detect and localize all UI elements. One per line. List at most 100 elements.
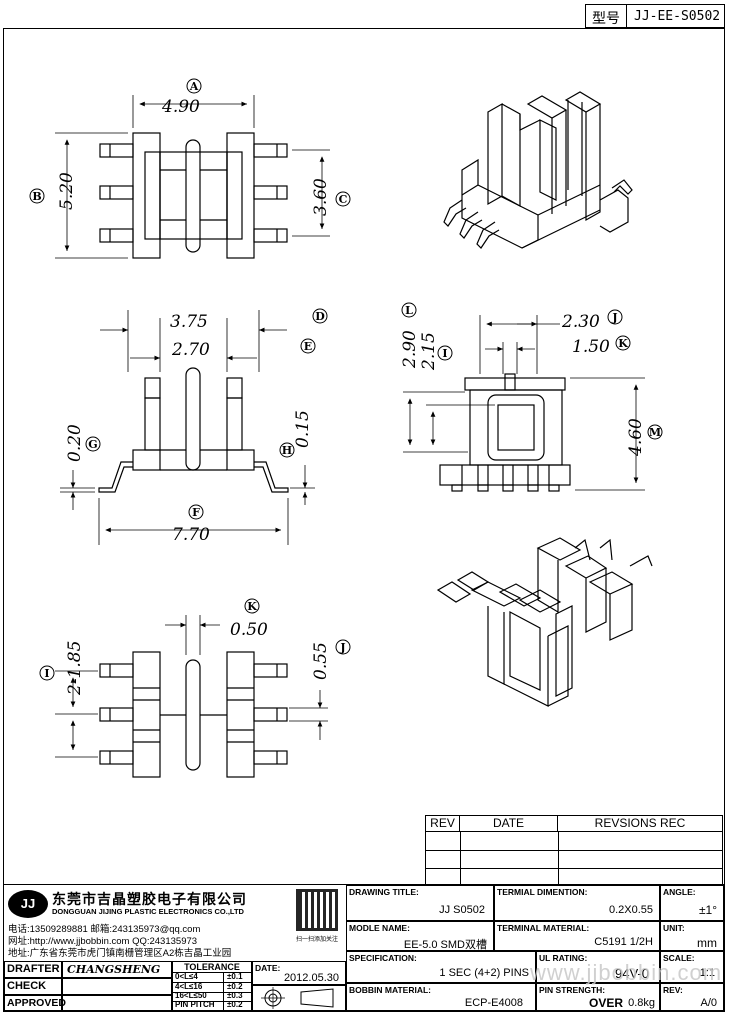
rev-header: REV (426, 816, 460, 832)
svg-text:F: F (192, 506, 200, 519)
date-cell: DATE: 2012.05.30 (252, 961, 346, 985)
ul-rating-cell: UL RATING: 94V-0 (536, 951, 660, 983)
drawing-title-cell: DRAWING TITLE: JJ S0502 (346, 885, 494, 921)
qr-code-icon (296, 889, 338, 931)
model-name: EE-5.0 SMD双槽 (403, 939, 487, 951)
date: 2012.05.30 (283, 972, 339, 984)
svg-text:M: M (649, 426, 661, 439)
qr-caption: 扫一扫添加关注 (296, 937, 339, 943)
marker-H: H (279, 442, 295, 458)
dim-L-value: 2.90 (400, 330, 420, 369)
ul-rating: 94V-0 (615, 966, 649, 981)
marker-A: A (186, 78, 202, 94)
terminal-material: C5191 1/2H (594, 936, 653, 948)
svg-text:D: D (315, 310, 325, 323)
svg-text:B: B (32, 190, 41, 203)
marker-E: E (300, 338, 316, 354)
revision-table: REV DATE REVSIONS REC (425, 815, 723, 885)
svg-text:A: A (189, 80, 199, 93)
svg-text:E: E (304, 340, 312, 353)
pin-strength-value: 0.8kg (628, 997, 655, 1009)
bobbin-material-cell: BOBBIN MATERIAL: ECP-E4008 (346, 983, 536, 1011)
technical-drawing: 4.90 5.20 3.60 3.75 2.70 0.20 0.15 7.70 … (29, 78, 663, 778)
date-header: DATE (460, 816, 558, 832)
svg-text:I: I (44, 667, 49, 680)
dim-F-value: 7.70 (172, 525, 210, 545)
check-cell (62, 978, 172, 995)
dim-J-value: 2.30 (561, 312, 600, 332)
marker-K: K (615, 335, 631, 351)
dim-B-value: 5.20 (57, 172, 77, 210)
company-phone-email: 电话:13509289881 邮箱:243135973@qq.com (8, 924, 201, 935)
tolerance-block: TOLERANCE 0<L≤4 ±0.1 4<L≤16 ±0.2 16<L≤50… (172, 961, 252, 1011)
title-block: JJ 东莞市吉晶塑胶电子有限公司 DONGGUAN JIJING PLASTIC… (3, 884, 725, 1012)
dim-K-value: 1.50 (572, 337, 610, 357)
svg-text:J: J (611, 311, 617, 324)
company-name-cn: 东莞市吉晶塑胶电子有限公司 (52, 891, 247, 907)
company-website: 网址:http://www.jjbobbin.com QQ:243135973 (8, 936, 198, 947)
angle: ±1° (698, 903, 717, 917)
svg-text:J: J (339, 641, 345, 654)
drafter-name: CHANGSHENG (67, 963, 161, 976)
marker-F: F (188, 504, 204, 520)
bottom-view (99, 651, 288, 778)
rev-cell: REV: A/0 (660, 983, 724, 1011)
dim-M-value: 4.60 (626, 418, 646, 457)
marker-J-bottom: J (335, 639, 351, 655)
model-number-box: 型号 JJ-EE-S0502 (585, 4, 725, 28)
front-view (98, 367, 289, 493)
scale: 1:1 (699, 967, 715, 979)
dim-E-value: 2.70 (171, 340, 210, 360)
dim-A-value: 4.90 (161, 97, 200, 117)
watermark: www.jjbobbin.com (530, 960, 723, 985)
company-name-en: DONGGUAN JIJING PLASTIC ELECTRONICS CO.,… (52, 907, 244, 916)
svg-text:I: I (442, 347, 447, 360)
revision-record-header: REVSIONS REC (558, 816, 722, 832)
model-number: JJ-EE-S0502 (634, 9, 721, 24)
side-view (439, 373, 571, 492)
marker-J: J (607, 309, 623, 325)
unit: mm (697, 936, 717, 950)
bobbin-material: ECP-E4008 (464, 997, 523, 1009)
svg-text:K: K (618, 337, 628, 350)
isometric-view-bottom (436, 537, 653, 707)
specification-cell: SPECIFICATION: 1 SEC (4+2) PINS (346, 951, 536, 983)
specification: 1 SEC (4+2) PINS (439, 967, 529, 979)
dim-C-value: 3.60 (311, 178, 331, 216)
model-name-cell: MODLE NAME: EE-5.0 SMD双槽 (346, 921, 494, 951)
scale-cell: SCALE: 1:1 (660, 951, 724, 983)
angle-cell: ANGLE: ±1° (660, 885, 724, 921)
svg-text:C: C (339, 193, 348, 206)
marker-M: M (647, 424, 663, 440)
marker-L: L (401, 302, 417, 318)
approved-cell (62, 995, 172, 1011)
marker-I-bottom: I (39, 665, 55, 681)
pin-strength-cell: PIN STRENGTH: OVER 0.8kg (536, 983, 660, 1011)
svg-text:G: G (88, 438, 97, 451)
dim-G-value: 0.20 (65, 424, 85, 462)
isometric-view-top (443, 91, 633, 249)
check-label-cell: CHECK (4, 978, 62, 995)
marker-C: C (335, 191, 351, 207)
svg-text:K: K (247, 600, 257, 613)
dim-J2-value: 0.55 (311, 642, 331, 680)
dim-K2-value: 0.50 (230, 620, 268, 640)
pin-strength-over: OVER (589, 996, 624, 1010)
model-label: 型号 (592, 10, 620, 26)
dim-D-value: 3.75 (170, 312, 208, 332)
dim-I2-value: 2-1.85 (65, 641, 85, 696)
drafter-cell: CHANGSHENG (62, 961, 172, 978)
projection-symbol-icon (261, 987, 334, 1009)
terminal-material-cell: TERMINAL MATERIAL: C5191 1/2H (494, 921, 660, 951)
drawing-title: JJ S0502 (439, 904, 485, 916)
top-view (99, 132, 288, 259)
marker-I: I (437, 345, 453, 361)
svg-text:H: H (282, 444, 292, 457)
company-address: 地址:广东省东莞市虎门镇南栅管理区A2栋吉晶工业园 (8, 948, 232, 959)
drafter-label-cell: DRAFTER (4, 961, 62, 978)
dim-I-side-value: 2.15 (419, 332, 439, 371)
terminal-dimension: 0.2X0.55 (608, 904, 653, 916)
marker-G: G (85, 436, 101, 452)
approved-label-cell: APPROVED (4, 995, 66, 1011)
marker-D: D (312, 308, 328, 324)
